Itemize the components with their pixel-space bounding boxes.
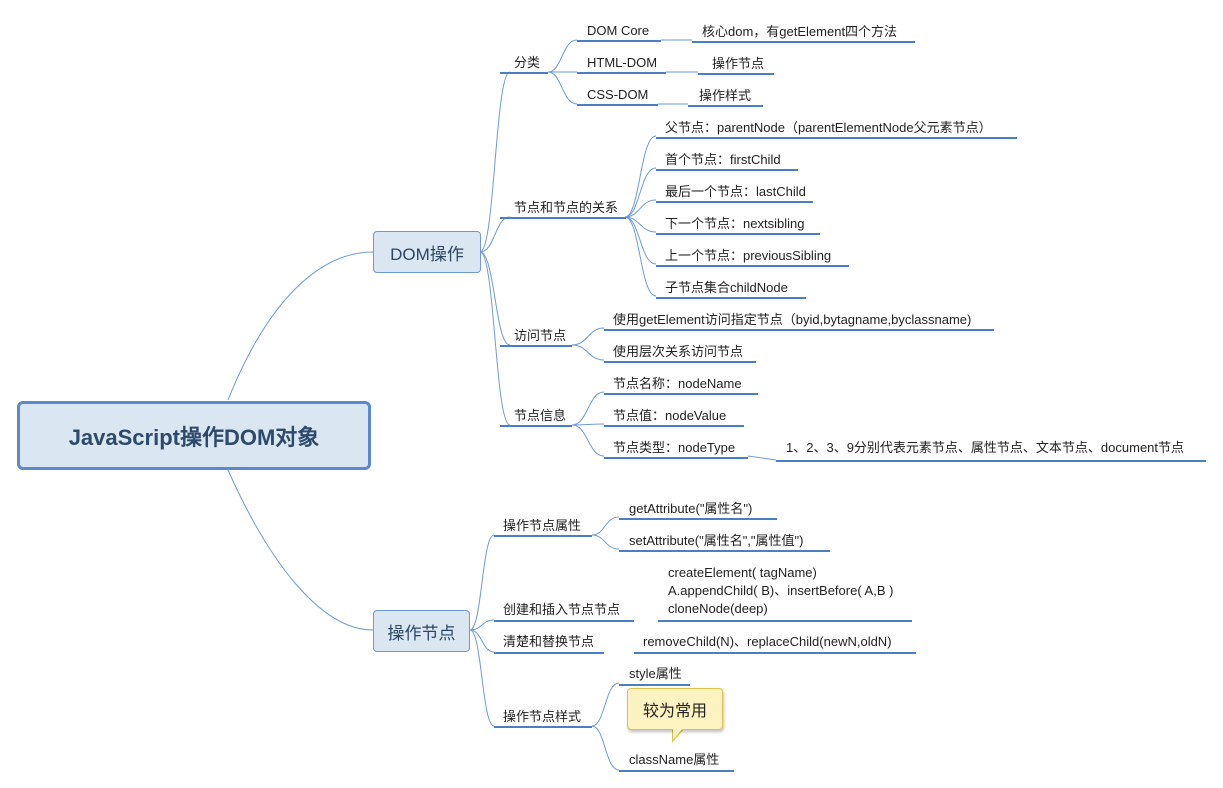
branch-node-operations-label: 操作节点	[387, 623, 456, 643]
leaf-append-insert: A.appendChild( B)、insertBefore( A,B )	[668, 583, 894, 598]
connector-root-nodeop	[227, 469, 374, 631]
leaf-relation-last-child[interactable]: 最后一个节点：lastChild	[665, 184, 806, 199]
callout-note-text: 较为常用	[642, 703, 707, 720]
leaf-html-dom[interactable]: HTML-DOM	[587, 55, 658, 70]
leaf-css-dom-desc[interactable]: 操作样式	[699, 88, 752, 103]
leaf-set-attribute[interactable]: setAttribute("属性名","属性值")	[629, 533, 804, 548]
leaf-relation-first-child[interactable]: 首个节点：firstChild	[665, 152, 781, 167]
leaf-info-node-value[interactable]: 节点值：nodeValue	[613, 408, 727, 423]
leaf-relation-parent[interactable]: 父节点：parentNode（parentElementNode父元素节点）	[665, 120, 992, 135]
leaf-classname-attribute[interactable]: className属性	[629, 752, 720, 767]
root-node[interactable]: JavaScript操作DOM对象	[17, 401, 371, 470]
leaf-style-attribute[interactable]: style属性	[629, 666, 682, 681]
node-clear-replace[interactable]: 清楚和替换节点	[503, 634, 595, 649]
node-create-insert[interactable]: 创建和插入节点节点	[503, 602, 621, 617]
branch-dom-operations-label: DOM操作	[390, 244, 464, 264]
node-relations[interactable]: 节点和节点的关系	[514, 200, 619, 215]
node-classify[interactable]: 分类	[514, 55, 541, 70]
node-attribute-ops[interactable]: 操作节点属性	[503, 518, 582, 533]
node-access[interactable]: 访问节点	[514, 328, 567, 343]
leaf-info-node-name[interactable]: 节点名称：nodeName	[613, 376, 742, 391]
leaf-info-node-type-desc[interactable]: 1、2、3、9分别代表元素节点、属性节点、文本节点、document节点	[786, 440, 1185, 455]
branch-node-operations[interactable]: 操作节点	[373, 610, 470, 652]
node-info[interactable]: 节点信息	[514, 408, 567, 423]
leaf-html-dom-desc[interactable]: 操作节点	[712, 56, 765, 71]
leaf-create-insert-methods[interactable]: createElement( tagName) A.appendChild( B…	[668, 564, 893, 618]
leaf-relation-next-sibling[interactable]: 下一个节点：nextsibling	[665, 216, 805, 231]
branch-dom-operations[interactable]: DOM操作	[373, 231, 481, 273]
connector-root-dom	[227, 251, 374, 401]
leaf-access-getelement[interactable]: 使用getElement访问指定节点（byid,bytagname,byclas…	[613, 312, 972, 327]
leaf-create-element: createElement( tagName)	[668, 565, 817, 580]
leaf-css-dom[interactable]: CSS-DOM	[587, 87, 649, 102]
leaf-dom-core-desc[interactable]: 核心dom，有getElement四个方法	[702, 24, 898, 39]
leaf-relation-child-nodes[interactable]: 子节点集合childNode	[665, 280, 788, 295]
leaf-dom-core[interactable]: DOM Core	[587, 23, 650, 38]
leaf-clone-node: cloneNode(deep)	[668, 601, 768, 616]
callout-tail-fill	[673, 728, 683, 740]
node-style-ops[interactable]: 操作节点样式	[503, 709, 582, 724]
root-label: JavaScript操作DOM对象	[68, 424, 320, 450]
leaf-access-hierarchy[interactable]: 使用层次关系访问节点	[613, 344, 744, 359]
leaf-info-node-type[interactable]: 节点类型：nodeType	[613, 440, 736, 455]
underline-layer	[494, 40, 1206, 772]
leaf-get-attribute[interactable]: getAttribute("属性名")	[629, 501, 753, 516]
leaf-remove-replace[interactable]: removeChild(N)、replaceChild(newN,oldN)	[643, 634, 892, 649]
leaf-relation-previous-sibling[interactable]: 上一个节点：previousSibling	[665, 248, 832, 263]
callout-note[interactable]: 较为常用	[627, 688, 723, 730]
